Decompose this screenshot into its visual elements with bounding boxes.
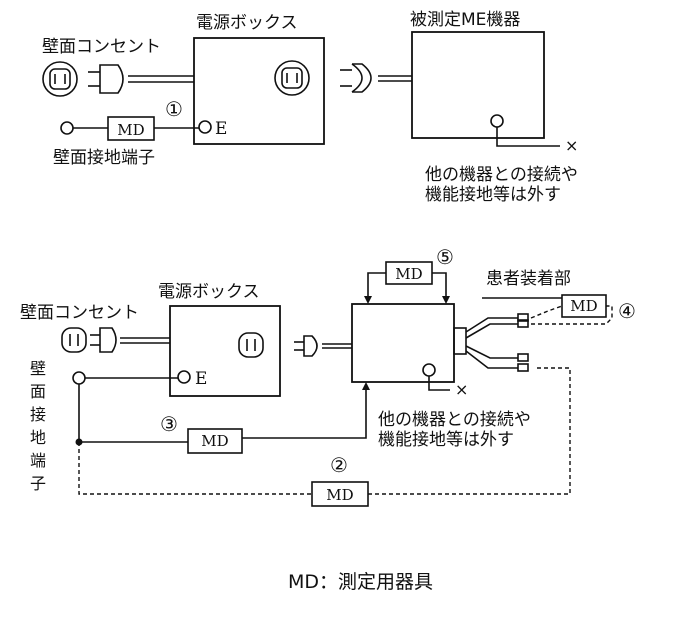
- bottom-wall-ground-terminal: [72, 371, 86, 385]
- bottom-me-device-box: [351, 303, 455, 383]
- bottom-e-label: E: [195, 369, 207, 389]
- vchar-3: 接: [30, 405, 46, 424]
- bottom-wall-ground-vertical-label: 壁 面 接 地 端 子: [30, 359, 46, 493]
- power-box: [193, 37, 325, 145]
- circle-number-4: ④: [618, 299, 636, 323]
- md-2-label: MD: [326, 486, 353, 504]
- top-e-label: E: [215, 119, 227, 139]
- md-1-label: MD: [117, 121, 144, 139]
- wall-outlet-symbol: [42, 61, 78, 97]
- e-terminal-circle: [198, 120, 212, 134]
- circle-number-1: ①: [165, 97, 183, 121]
- wall-ground-terminal: [60, 121, 74, 135]
- bottom-box-outlet-symbol: [238, 332, 264, 358]
- caption: MD：測定用器具: [288, 571, 433, 593]
- bottom-plug-symbol: [90, 327, 170, 353]
- bottom-wall-outlet-symbol: [61, 327, 87, 353]
- circle-number-3: ③: [160, 412, 178, 436]
- top-me-device-label: 被測定ME機器: [410, 10, 520, 30]
- md-5-label: MD: [395, 265, 422, 283]
- bottom-note-line2: 機能接地等は外す: [378, 430, 514, 450]
- md-3-label: MD: [201, 432, 228, 450]
- bottom-e-terminal-circle: [177, 370, 191, 384]
- bottom-wall-outlet-label: 壁面コンセント: [20, 303, 139, 323]
- circle-number-2: ②: [330, 453, 348, 477]
- bottom-disconnect-cross: ×: [455, 380, 468, 399]
- md-box-3: [187, 428, 243, 454]
- top-power-box-label: 電源ボックス: [196, 13, 298, 33]
- top-note-line2: 機能接地等は外す: [425, 185, 561, 205]
- patient-leads: [465, 313, 529, 372]
- box-outlet-symbol: [274, 60, 310, 96]
- patient-connector-block: [453, 327, 467, 355]
- md-4-label: MD: [570, 297, 597, 315]
- bottom-diagram: 壁面コンセント 電源ボックス 患者装着部 壁 面 接 地 端 子 MD MD M…: [20, 245, 636, 507]
- top-wall-outlet-label: 壁面コンセント: [42, 37, 161, 57]
- top-disconnect-cross: ×: [565, 136, 578, 155]
- vchar-4: 地: [30, 428, 46, 447]
- vchar-6: 子: [30, 474, 46, 493]
- me-plug-symbol: [340, 63, 412, 93]
- vchar-2: 面: [30, 382, 46, 401]
- top-note-line1: 他の機器との接続や: [425, 165, 578, 185]
- bottom-power-box-label: 電源ボックス: [158, 282, 260, 302]
- vchar-1: 壁: [30, 359, 46, 378]
- bottom-note-line1: 他の機器との接続や: [378, 410, 531, 430]
- top-diagram: 壁面コンセント 電源ボックス 被測定ME機器 壁面接地端子 MD ① E × 他…: [42, 10, 578, 205]
- circle-number-5: ⑤: [436, 245, 454, 269]
- patient-part-label: 患者装着部: [486, 269, 571, 289]
- bottom-me-plug-symbol: [294, 335, 352, 357]
- me-device-box: [411, 31, 545, 139]
- plug-symbol: [88, 64, 194, 94]
- vchar-5: 端: [30, 451, 46, 470]
- top-wall-ground-label: 壁面接地端子: [53, 148, 155, 168]
